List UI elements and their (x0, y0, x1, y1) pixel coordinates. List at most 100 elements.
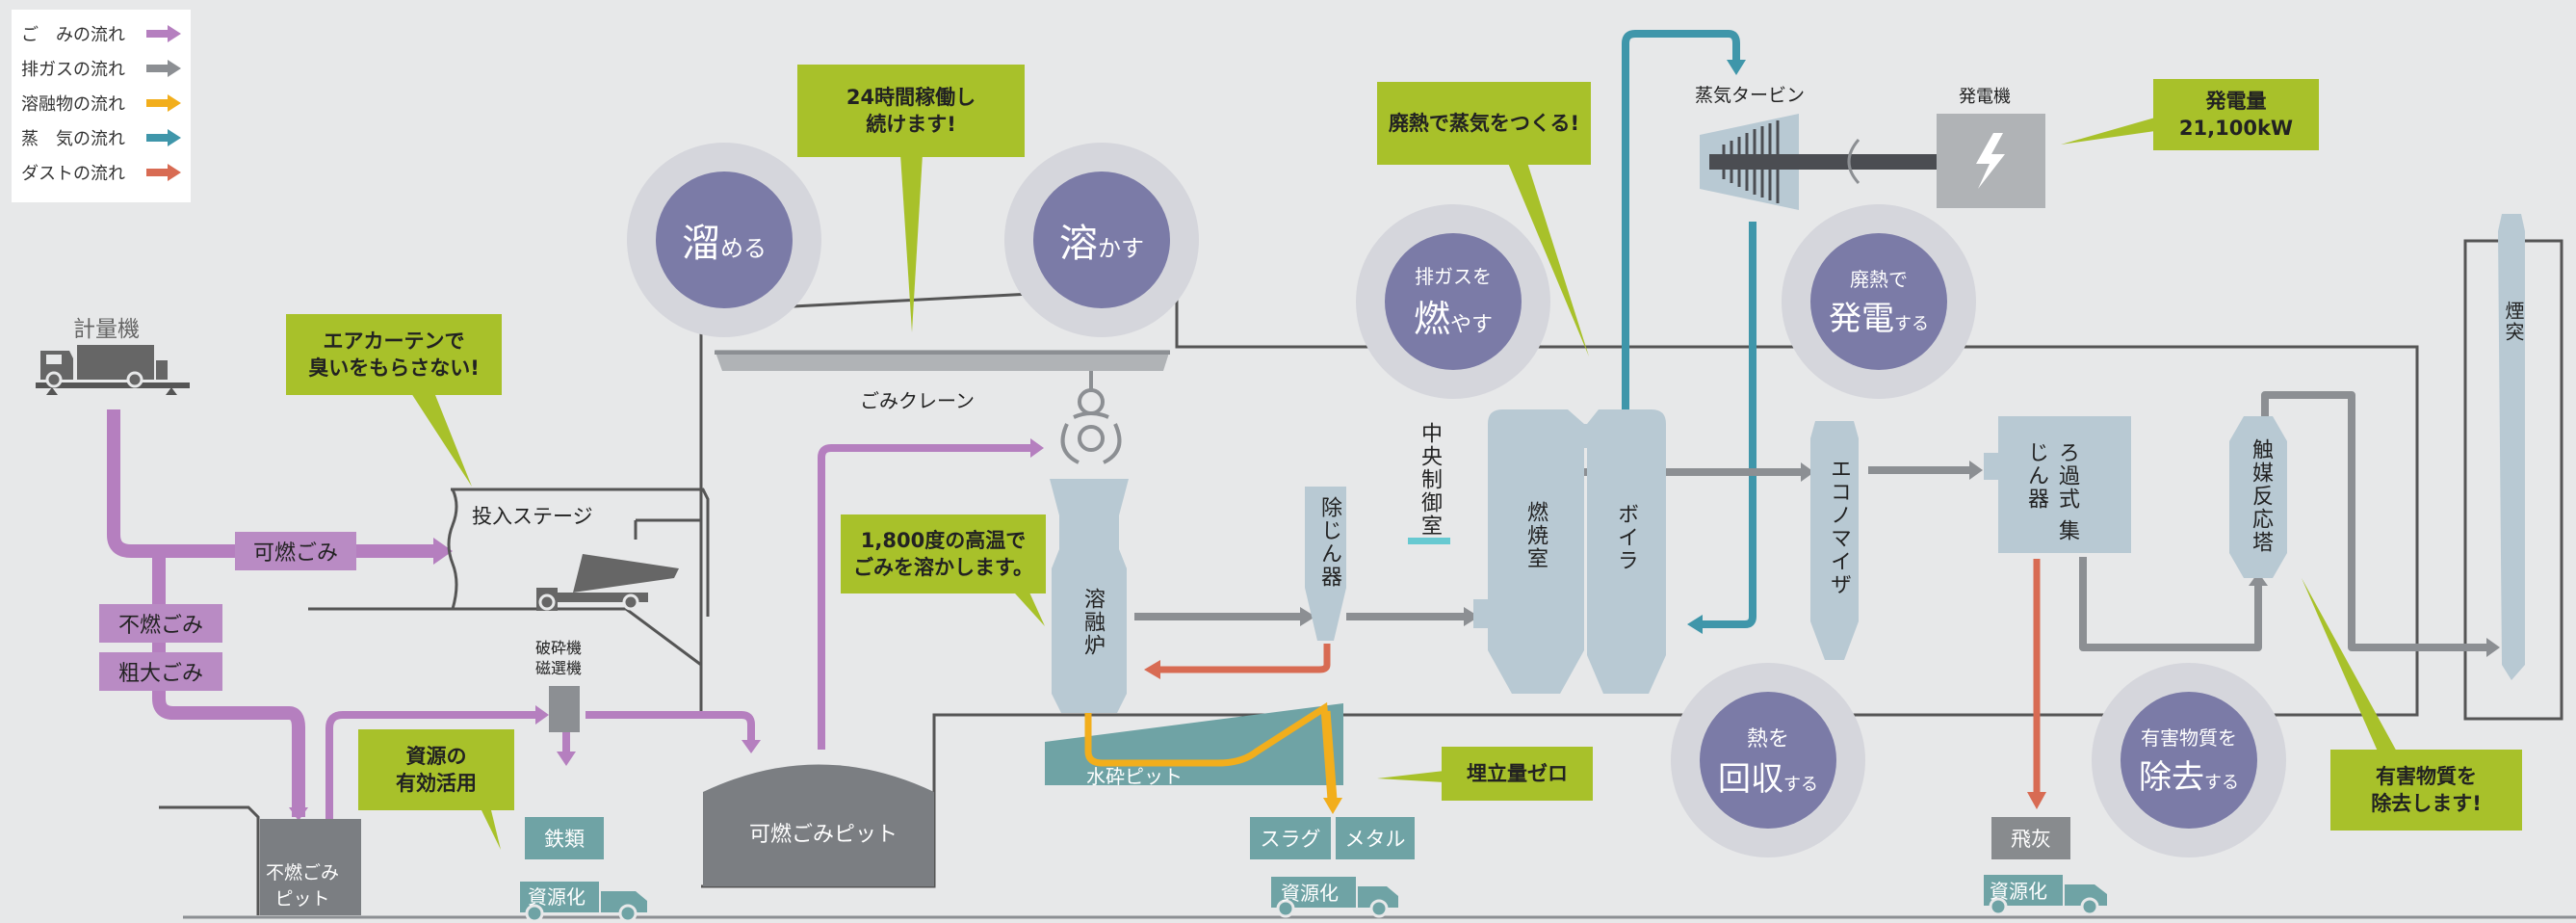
circle-top-text: 排ガスを (1415, 265, 1492, 288)
callout-resources: 資源の 有効活用 (358, 729, 514, 810)
circle-recover: 熱を 回収する (1700, 692, 1836, 829)
crane-label: ごみクレーン (860, 389, 975, 412)
legend-label: 溶融物の流れ (21, 94, 125, 115)
bag-filter-label: ろ過式 集じん器 (2024, 441, 2079, 542)
crane-rail (715, 350, 1170, 371)
crusher-label: 破砕機 磁選機 (535, 639, 583, 677)
circle-small-text: める (720, 235, 767, 262)
circle-big-text: 除去 (2139, 758, 2204, 797)
legend-label: 排ガスの流れ (21, 60, 125, 80)
melt-flow (1084, 701, 1338, 801)
recycle-label-3: 資源化 (1990, 880, 2047, 903)
callout-pointers (409, 116, 2398, 850)
control-room-label: 中央制御室 (1418, 422, 1442, 538)
callout-landfill: 埋立量ゼロ (1442, 747, 1593, 801)
catalytic-tower-shape (2229, 416, 2287, 578)
melting-furnace-shape (1050, 479, 1129, 713)
arrow-right-icon (146, 164, 181, 181)
recycle-label-1: 資源化 (528, 885, 585, 909)
burnable-pill: 可燃ごみ (235, 532, 356, 570)
legend-label: ご みの流れ (21, 25, 125, 45)
bolt-icon (1976, 133, 2005, 189)
legend-item-garbage: ご みの流れ (21, 21, 183, 46)
economizer-label: エコノマイザ (1827, 458, 1851, 596)
callout-air-curtain: エアカーテンで 臭いをもらさない! (286, 314, 502, 395)
arrow-right-icon (146, 60, 181, 77)
boiler-shape (1587, 409, 1666, 694)
charging-stage-label: 投入ステージ (472, 505, 593, 528)
burnable-pit-label: 可燃ごみピット (749, 823, 898, 847)
stack-label: 煙突 (2502, 301, 2525, 343)
circle-generate: 廃熱で 発電する (1810, 233, 1947, 370)
bag-filter-shape (1998, 416, 2131, 553)
control-room-bar (1408, 538, 1450, 544)
circle-store: 溜める (656, 171, 793, 308)
legend-item-steam: 蒸 気の流れ (21, 125, 183, 150)
callout-operation: 24時間稼働し 続けます! (797, 65, 1025, 157)
nonburnable-pit-label: 不燃ごみ ピット (266, 862, 340, 910)
legend-label: ダストの流れ (21, 164, 125, 184)
burnable-pit-shape (703, 764, 934, 886)
metal-box: メタル (1336, 817, 1415, 859)
callout-high-temp: 1,800度の高温で ごみを溶かします。 (841, 514, 1046, 593)
nonburnable-pit-shape (260, 819, 361, 915)
garbage-flow (107, 409, 433, 817)
callout-steam: 廃熱で蒸気をつくる! (1377, 82, 1591, 165)
callout-harmful: 有害物質を 除去します! (2330, 750, 2522, 831)
legend-item-dust: ダストの流れ (21, 160, 183, 185)
boiler-label: ボイラ (1614, 503, 1638, 572)
legend: ご みの流れ 排ガスの流れ 溶融物の流れ 蒸 気の流れ ダストの流れ (12, 10, 191, 202)
arrow-right-icon (146, 94, 181, 112)
generator-label: 発電機 (1959, 87, 2011, 107)
circle-small-text: やす (1450, 313, 1494, 337)
callout-power: 発電量 21,100kW (2153, 79, 2319, 150)
crane-grab (1060, 371, 1122, 464)
circle-small-text: かす (1098, 235, 1144, 262)
iron-box: 鉄類 (525, 817, 604, 859)
fly-ash-box: 飛灰 (1991, 817, 2070, 859)
weighbridge-truck-icon (36, 345, 190, 395)
circle-small-text: する (2204, 773, 2239, 793)
dump-truck-icon (536, 554, 679, 611)
circle-top-text: 熱を (1746, 726, 1789, 752)
crusher-shape (549, 686, 580, 732)
legend-label: 蒸 気の流れ (21, 129, 125, 149)
combustion-chamber-label: 燃焼室 (1523, 501, 1548, 570)
turbine-shape (1700, 114, 1937, 210)
circle-big-text: 溜 (682, 222, 720, 266)
weighbridge-label: 計量機 (73, 317, 140, 342)
bulky-pill: 粗大ごみ (99, 652, 222, 691)
circle-melt: 溶かす (1033, 171, 1170, 308)
circle-small-text: する (1894, 314, 1929, 334)
circle-top-text: 有害物質を (2141, 726, 2237, 750)
turbine-label: 蒸気タービン (1695, 85, 1806, 106)
recycle-label-2: 資源化 (1281, 882, 1339, 905)
dust-remover-shape (1305, 487, 1346, 641)
circle-big-text: 発電 (1829, 300, 1894, 338)
recycle-truck-shapes (520, 875, 2107, 923)
legend-item-gas: 排ガスの流れ (21, 56, 183, 81)
catalytic-tower-label: 触媒反応塔 (2249, 438, 2273, 554)
circle-small-text: する (1783, 774, 1818, 795)
nonburnable-pill: 不燃ごみ (99, 604, 222, 643)
combustion-chamber-shape (1488, 409, 1584, 694)
arrow-right-icon (146, 129, 181, 146)
circle-big-text: 回収 (1718, 759, 1783, 799)
economizer-shape (1810, 421, 1859, 660)
circle-big-text: 溶 (1059, 222, 1098, 266)
circle-top-text: 廃熱で (1850, 268, 1908, 291)
circle-burn: 排ガスを 燃やす (1385, 233, 1522, 370)
dust-flow (1160, 559, 2041, 795)
charging-stage (447, 488, 710, 617)
stack-shape (2498, 214, 2525, 680)
legend-item-melt: 溶融物の流れ (21, 91, 183, 116)
dust-remover-label: 除じん器 (1317, 496, 1341, 589)
circle-remove: 有害物質を 除去する (2121, 692, 2257, 829)
melting-furnace-label: 溶融炉 (1080, 588, 1105, 657)
arrow-right-icon (146, 25, 181, 42)
steam-flow (1622, 30, 1756, 628)
slag-box: スラグ (1250, 817, 1331, 859)
water-pit-label: 水砕ピット (1086, 765, 1183, 788)
